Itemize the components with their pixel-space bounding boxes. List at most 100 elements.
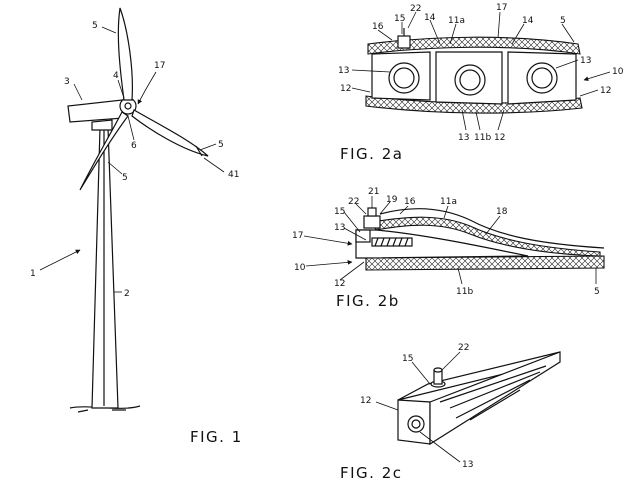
blade-right	[131, 109, 209, 157]
leader-2a-13a	[351, 69, 391, 73]
label-2b-11a: 11a	[440, 197, 457, 207]
label-2a-17: 17	[496, 3, 507, 13]
caption-fig-2b: FIG. 2b	[336, 292, 400, 310]
threaded-hole-13-inner	[411, 419, 421, 429]
blade-tip-joint	[195, 145, 203, 157]
label-5-top: 5	[92, 21, 98, 31]
core-block-right	[507, 51, 577, 105]
figure-2a-cross-section: 16 15 22 14 11a 17 14 5 13 13 10 12 12 1…	[338, 3, 624, 163]
bottom-skin-11b	[365, 95, 583, 114]
leader-41	[203, 157, 225, 173]
label-6: 6	[131, 141, 137, 151]
leader-2b-10	[305, 259, 353, 267]
leader-2c-22	[441, 351, 461, 371]
leader-2a-14a	[429, 19, 441, 45]
leader-2a-13c	[555, 59, 579, 69]
label-1: 1	[30, 269, 36, 279]
label-2b-22: 22	[348, 197, 359, 207]
blade-left	[79, 111, 129, 191]
label-17: 17	[154, 61, 165, 71]
leader-17	[137, 71, 157, 105]
core-block-middle	[435, 51, 503, 105]
tower	[91, 127, 119, 409]
insert-end-face	[397, 399, 431, 445]
label-2a-12-bottom: 12	[494, 133, 505, 143]
leader-2b-16	[399, 205, 409, 215]
label-2c-22: 22	[458, 343, 469, 353]
top-skin-11a	[367, 36, 581, 55]
label-2a-12-right: 12	[600, 86, 611, 96]
leader-2a-13b	[461, 109, 467, 131]
label-4: 4	[113, 71, 119, 81]
leader-2b-18	[485, 215, 501, 235]
leader-5-left	[107, 161, 123, 175]
label-2a-13-bottom: 13	[458, 133, 469, 143]
leader-1	[39, 249, 81, 271]
caption-fig-2a: FIG. 2a	[340, 145, 403, 163]
label-2a-15: 15	[394, 14, 405, 24]
figure-2b-joint-section: 21 19 22 16 11a 15 18 13 17 10 12 11b 5 …	[292, 187, 605, 310]
leader-2a-12c	[497, 109, 505, 131]
label-2b-12: 12	[334, 279, 345, 289]
leader-2a-22	[407, 11, 417, 29]
label-2b-18: 18	[496, 207, 508, 217]
label-2b-17: 17	[292, 231, 303, 241]
insert-13-middle-bore	[459, 69, 481, 91]
leader-2b-19	[379, 201, 391, 215]
ground-hatch	[77, 409, 126, 413]
label-2a-10: 10	[612, 67, 624, 77]
leader-2c-13	[419, 431, 461, 463]
leader-2a-11b	[475, 111, 481, 131]
insert-13-left-bore	[393, 67, 415, 89]
label-2a-13-right: 13	[580, 56, 591, 66]
leader-6	[127, 115, 135, 141]
leader-2a-11a	[449, 23, 457, 45]
figure-2c-insert-perspective: 15 22 12 13 FIG. 2c	[340, 343, 561, 480]
upper-skin-11a	[371, 216, 601, 257]
stud-top	[433, 367, 443, 373]
label-2b-11b: 11b	[456, 287, 473, 297]
figure-1-wind-turbine: 5 3 4 17 6 5 5 41 1 2 FIG. 1	[30, 7, 241, 446]
label-2b-10: 10	[294, 263, 306, 273]
insert-13-right	[526, 62, 558, 94]
washer-15	[355, 229, 371, 243]
label-5-left: 5	[122, 173, 128, 183]
label-2a-14b: 14	[522, 16, 534, 26]
leader-2b-22	[355, 203, 367, 215]
label-3: 3	[64, 77, 70, 87]
side-face-shading	[439, 365, 547, 421]
label-2a-12-left: 12	[340, 84, 351, 94]
leader-2b-11b	[457, 267, 463, 285]
leader-2b-12	[339, 261, 365, 281]
yaw-bearing	[91, 119, 113, 131]
leader-2a-14b	[511, 23, 525, 45]
leader-5-right	[199, 143, 217, 151]
blade-upper	[117, 7, 133, 101]
label-2b-16: 16	[404, 197, 416, 207]
leader-2c-15	[411, 361, 431, 385]
leader-5-top	[101, 26, 117, 34]
leader-2b-13	[343, 227, 367, 241]
label-2a-14a: 14	[424, 13, 436, 23]
leader-2a-12b	[579, 89, 599, 97]
label-2b-21: 21	[368, 187, 379, 197]
label-2a-22: 22	[410, 4, 421, 14]
lower-laminate-5	[365, 255, 605, 271]
label-2a-11a: 11a	[448, 16, 465, 26]
leader-2a-12a	[351, 87, 371, 93]
insert-13-right-bore	[531, 67, 553, 89]
leader-2a-5	[561, 23, 575, 43]
leader-2b-17	[303, 235, 353, 246]
label-2c-12: 12	[360, 396, 371, 406]
nacelle	[67, 99, 125, 123]
tapered-insert-12	[355, 229, 529, 259]
bolt-head-15	[397, 35, 411, 49]
threaded-rod-13	[371, 237, 413, 247]
leader-2b-15	[343, 211, 361, 233]
insert-13-left	[388, 62, 420, 94]
rod-threads	[374, 237, 409, 247]
label-2c-13: 13	[462, 460, 473, 470]
threaded-hole-13	[407, 415, 425, 433]
label-2b-5: 5	[594, 287, 600, 297]
